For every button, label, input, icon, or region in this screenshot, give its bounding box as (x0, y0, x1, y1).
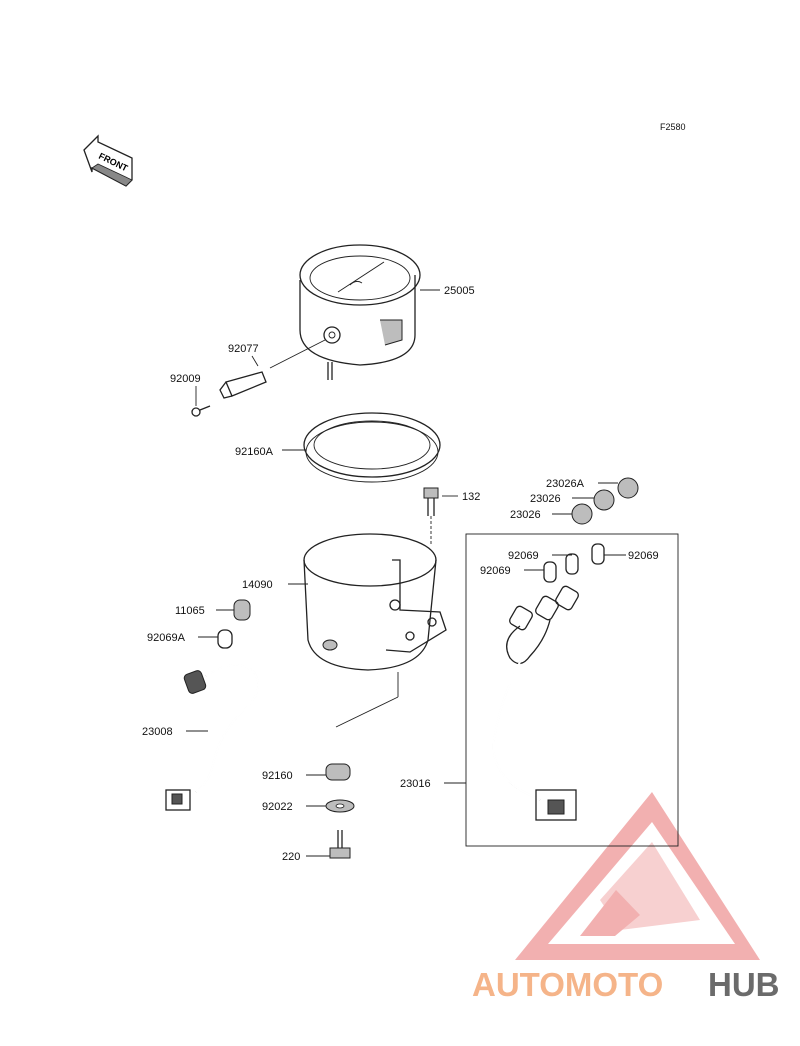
part-220: 220 (282, 851, 300, 863)
wire-harness-part (492, 585, 579, 821)
socket-wire-part (165, 664, 260, 811)
bulb-sockets-group (571, 477, 639, 525)
part-92009: 92009 (170, 373, 201, 385)
part-25005: 25005 (444, 285, 475, 297)
part-92069-c: 92069 (628, 550, 659, 562)
washer-part (325, 799, 355, 813)
part-92069-b: 92069 (480, 565, 511, 577)
part-92160: 92160 (262, 770, 293, 782)
grommet-part (233, 599, 251, 621)
screw-part (191, 405, 211, 417)
bolt-part (423, 487, 439, 545)
watermark-logo (515, 792, 760, 960)
part-132: 132 (462, 491, 480, 503)
part-23026-b: 23026 (510, 509, 541, 521)
watermark-text-1: AUTOMOTO (472, 966, 663, 1003)
screw-bolt-part (329, 830, 351, 859)
front-arrow-icon: FRONT (83, 134, 133, 187)
bulb-part (217, 629, 233, 649)
part-11065: 11065 (175, 605, 205, 617)
bulbs-group (543, 543, 605, 583)
part-14090: 14090 (242, 579, 273, 591)
damper-part (325, 763, 351, 781)
part-23026A: 23026A (546, 478, 585, 490)
speedometer-part (299, 244, 421, 380)
watermark-text-2: HUB (708, 966, 780, 1003)
part-23008: 23008 (142, 726, 173, 738)
part-92077: 92077 (228, 343, 259, 355)
drive-gear-part (219, 339, 326, 399)
diagram-code: F2580 (660, 122, 686, 132)
part-92160A: 92160A (235, 446, 274, 458)
part-92069-a: 92069 (508, 550, 539, 562)
subassembly-box (465, 533, 679, 847)
part-92022: 92022 (262, 801, 293, 813)
rubber-ring-part (303, 412, 441, 483)
part-92069A: 92069A (147, 632, 186, 644)
part-23016: 23016 (400, 778, 431, 790)
meter-case-part (303, 533, 447, 671)
part-23026-a: 23026 (530, 493, 561, 505)
